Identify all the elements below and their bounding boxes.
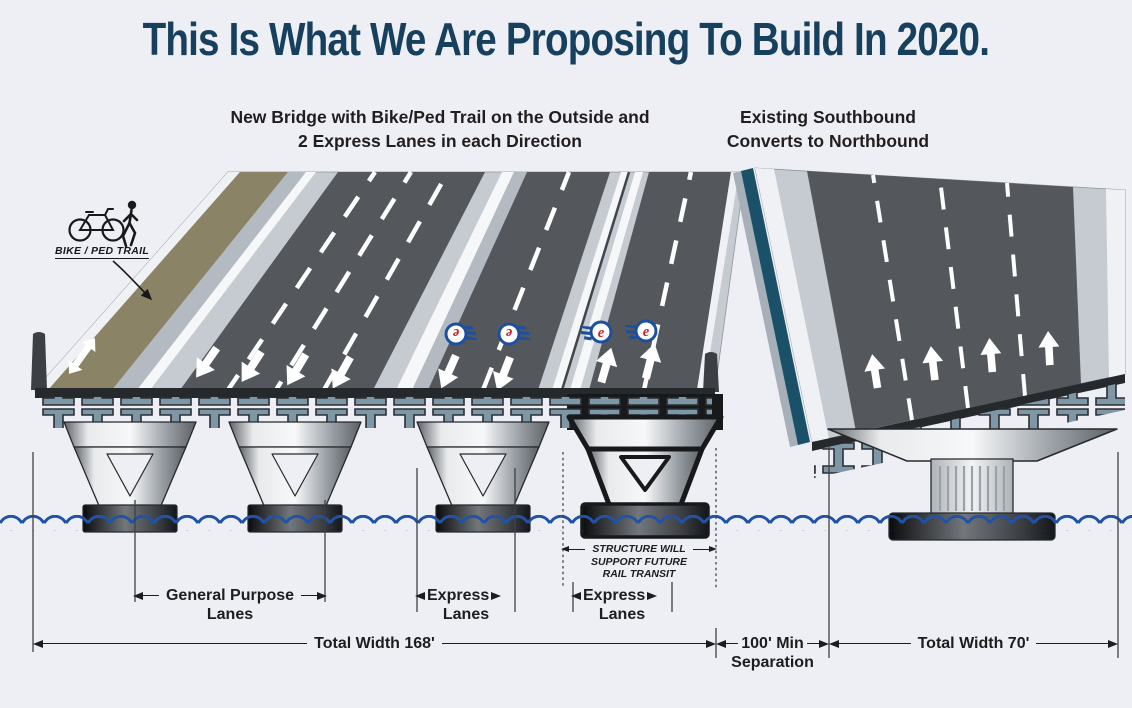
dim-arrow-right-icon [647, 591, 658, 600]
subtitle-new-bridge: New Bridge with Bike/Ped Trail on the Ou… [230, 107, 650, 151]
bike-label-pointer [112, 260, 153, 301]
dimension-lines [32, 446, 1119, 658]
structure-note: STRUCTURE WILL SUPPORT FUTURE RAIL TRANS… [561, 543, 718, 581]
existing-bridge-teal-fascia [741, 168, 810, 445]
general-purpose-roadway [180, 172, 485, 390]
dim-arrow-left-icon [133, 591, 143, 600]
dim-express-lanes-2: Express Lanes [571, 586, 673, 624]
sb-express-roadway [428, 172, 610, 390]
dim-general-purpose-lanes: General Purpose Lanes [133, 586, 328, 624]
dim-arrow-right-icon [491, 591, 502, 600]
dim-min-separation: 100' Min Separation [716, 634, 829, 672]
bike-ped-trail-label: BIKE / PED TRAIL [55, 245, 150, 259]
dim-arrow-right-icon [709, 546, 718, 553]
water-line [0, 515, 1132, 531]
subtitle-existing-bridge: Existing Southbound Converts to Northbou… [726, 107, 930, 151]
dim-arrow-left-icon [829, 639, 839, 648]
dim-arrow-right-icon [706, 639, 717, 648]
dim-arrow-left-icon [33, 639, 43, 648]
bike-ped-trail-surface [48, 172, 288, 390]
existing-lane-markings [871, 174, 1027, 421]
dim-arrow-left-icon [716, 639, 726, 648]
dim-arrow-left-icon [561, 546, 569, 553]
page-title: This Is What We Are Proposing To Build I… [142, 13, 990, 65]
dim-arrow-right-icon [317, 591, 328, 600]
existing-bridge [733, 167, 1126, 541]
dim-arrow-left-icon [571, 591, 581, 600]
nb-express-roadway [589, 172, 731, 390]
dim-total-width-new: Total Width 168' [33, 634, 717, 653]
bike-ped-icon [68, 200, 139, 248]
dim-arrow-right-icon [819, 639, 829, 648]
dim-arrow-right-icon [1108, 639, 1118, 648]
gp-lane-markings [226, 170, 450, 392]
dim-arrow-left-icon [415, 591, 425, 600]
dim-express-lanes-1: Express Lanes [415, 586, 517, 624]
dim-total-width-existing: Total Width 70' [829, 634, 1118, 653]
new-bridge [31, 170, 746, 430]
